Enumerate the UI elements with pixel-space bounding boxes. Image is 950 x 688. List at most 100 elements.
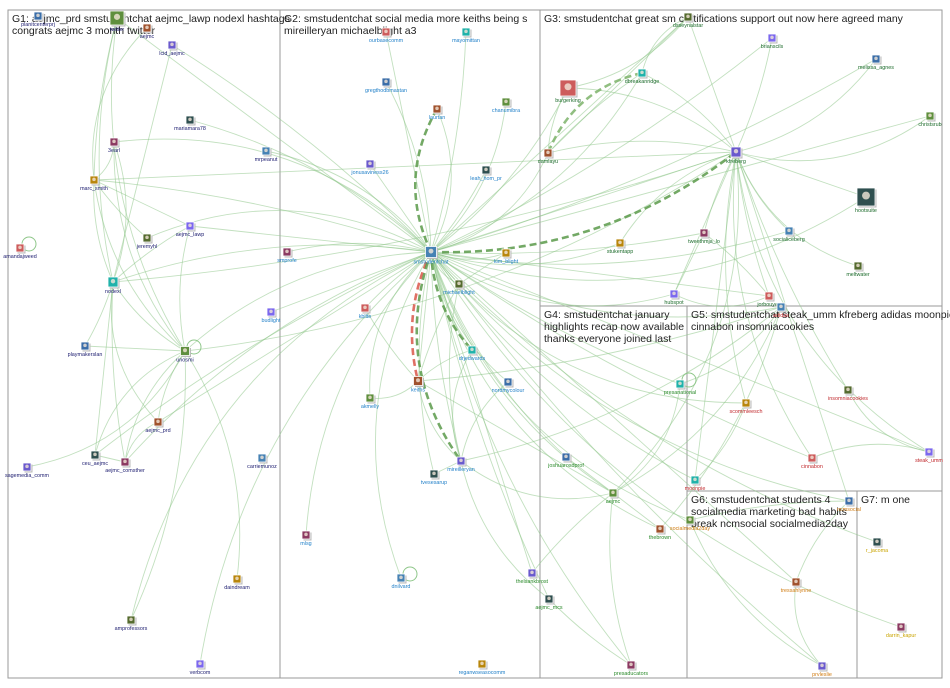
node-twitter[interactable]: twitter (110, 11, 126, 33)
node-scommleesch[interactable]: scommleesch (730, 399, 763, 415)
node-mireilleryan[interactable]: mireilleryan (447, 457, 475, 473)
node-r-jacoma[interactable]: r_jacoma (866, 538, 888, 554)
node-thelsankbrost[interactable]: thelsankbrost (516, 569, 549, 585)
node-label: smstudentchat (413, 260, 449, 266)
avatar-face-icon (363, 306, 367, 310)
avatar-face-icon (123, 460, 127, 464)
node-tweethmja-lo[interactable]: tweethmja_lo (688, 229, 720, 245)
node-amprofessors[interactable]: amprofessors (115, 616, 148, 632)
g2-title: G2: smstudentchat social media more keit… (284, 13, 530, 37)
avatar-face-icon (629, 663, 633, 667)
edge (158, 252, 431, 422)
node-kim-blight[interactable]: kim_blight (494, 249, 519, 265)
avatar-face-icon (384, 30, 388, 34)
node-nodexl[interactable]: nodexl (105, 277, 121, 295)
node-chanumibra[interactable]: chanumibra (492, 98, 520, 114)
edge (418, 381, 613, 493)
node-label: mayomittan (452, 38, 480, 44)
node-aejmc-comsther[interactable]: aejmc_comsther (105, 458, 145, 474)
node-insomniacookies[interactable]: insomniacookies (828, 386, 868, 402)
avatar-face-icon (188, 118, 192, 122)
edge (431, 252, 796, 582)
node-label: socialiceberg (773, 237, 804, 243)
node-reganwseasocomm[interactable]: reganwseasocomm (459, 660, 506, 676)
node-label: socialmedia2day (670, 526, 710, 532)
node-jonusaviness26[interactable]: jonusaviness26 (350, 160, 388, 176)
node-christsrub[interactable]: christsrub (918, 112, 941, 128)
node-meltwater[interactable]: meltwater (846, 262, 870, 278)
node-label: burgerking (555, 98, 580, 104)
node-unosmi[interactable]: unosmi (176, 347, 193, 364)
node-hubspot[interactable]: hubspot (664, 290, 684, 306)
node-hootsuite[interactable]: hootsuite (855, 188, 877, 214)
node-ceu-aejmc[interactable]: ceu_aejmc (82, 451, 108, 467)
avatar-face-icon (546, 151, 550, 155)
node-marc-smith[interactable]: marc_smith (80, 176, 108, 192)
avatar-face-icon (435, 107, 439, 111)
node-tressahlynne[interactable]: tressahlynne (781, 578, 812, 594)
avatar-face-icon (847, 499, 851, 503)
node-label: hootsuite (855, 208, 877, 214)
node-tvesesarup[interactable]: tvesesarup (421, 470, 447, 486)
node-label: dbreakanridge (625, 79, 659, 85)
avatar-face-icon (188, 224, 192, 228)
node-kblite[interactable]: kblite (359, 304, 372, 320)
node-label: mariamara78 (174, 126, 206, 132)
node-lcid-aejmc[interactable]: lcid_aejmc (159, 41, 185, 57)
avatar-face-icon (530, 571, 534, 575)
node-budlight[interactable]: budlight (262, 308, 281, 324)
node-thebrown[interactable]: thebrown (649, 525, 671, 541)
edge (688, 17, 736, 152)
edge (568, 88, 736, 152)
node-label: aejmc (606, 499, 621, 505)
node-mariamara78[interactable]: mariamara78 (174, 116, 206, 132)
node-verbcom[interactable]: verbcom (190, 660, 211, 676)
node-aejmc-lawp[interactable]: aejmc_lawp (176, 222, 204, 238)
avatar-face-icon (285, 250, 289, 254)
node-melissa-agnes[interactable]: melissa_agnes (858, 55, 894, 71)
node-playmakerslan[interactable]: playmakerslan (68, 342, 103, 358)
node-3earl[interactable]: 3earl (108, 138, 120, 154)
avatar-face-icon (770, 36, 774, 40)
node-leah-hom-pr[interactable]: leah_hom_pr (470, 166, 502, 182)
edge (112, 282, 125, 462)
node-label: unosmi (176, 358, 193, 364)
avatar-face-icon (506, 380, 510, 384)
node-label: aejmc_comsther (105, 468, 145, 474)
edge (95, 252, 431, 455)
node-daindream[interactable]: daindream (224, 575, 250, 591)
node-carriemunoz[interactable]: carriemunoz (247, 454, 277, 470)
node-jeremyhl[interactable]: jeremyhl (136, 234, 157, 250)
node-dnilvard[interactable]: dnilvard (392, 574, 411, 590)
node-cinnabon[interactable]: cinnabon (801, 454, 823, 470)
node-label: tressahlynne (781, 588, 812, 594)
avatar-face-icon (928, 114, 932, 118)
edges-layer (22, 17, 930, 666)
avatar-face-icon (856, 264, 860, 268)
node-brianscils[interactable]: brianscils (761, 34, 784, 50)
node-socialiceberg[interactable]: socialiceberg (773, 227, 804, 243)
node-burgerking[interactable]: burgerking (555, 80, 580, 104)
node-steak-umm[interactable]: steak_umm (915, 448, 943, 464)
node-presanational[interactable]: presanational (664, 380, 696, 396)
node-label: ourbasecomm (369, 38, 404, 44)
node-darrin-kapur[interactable]: darrin_kapur (886, 623, 916, 639)
edge (125, 252, 431, 462)
node-gregthodbmastan[interactable]: gregthodbmastan (365, 78, 407, 94)
node-label: damlayu (538, 159, 558, 165)
node-mlsg[interactable]: mlsg (300, 531, 311, 547)
node-sagemedia-comm[interactable]: sagemedia_comm (5, 463, 50, 479)
node-keiths[interactable]: keiths (411, 377, 425, 394)
node-label: tvesesarup (421, 480, 447, 486)
edge (431, 38, 772, 252)
node-mayomittan[interactable]: mayomittan (452, 28, 480, 44)
avatar-face-icon (416, 378, 420, 382)
avatar-face-icon (688, 518, 692, 522)
node-presaducators[interactable]: presaducators (614, 661, 648, 677)
node-laurtan[interactable]: laurtan (429, 105, 445, 121)
node-akmelly[interactable]: akmelly (361, 394, 380, 410)
node-aejmc-prd[interactable]: aejmc_prd (145, 418, 170, 434)
node-label: kim_blight (494, 259, 519, 265)
node-label: nordmycolour (492, 388, 525, 394)
node-prvleslie[interactable]: prvleslie (812, 662, 832, 678)
